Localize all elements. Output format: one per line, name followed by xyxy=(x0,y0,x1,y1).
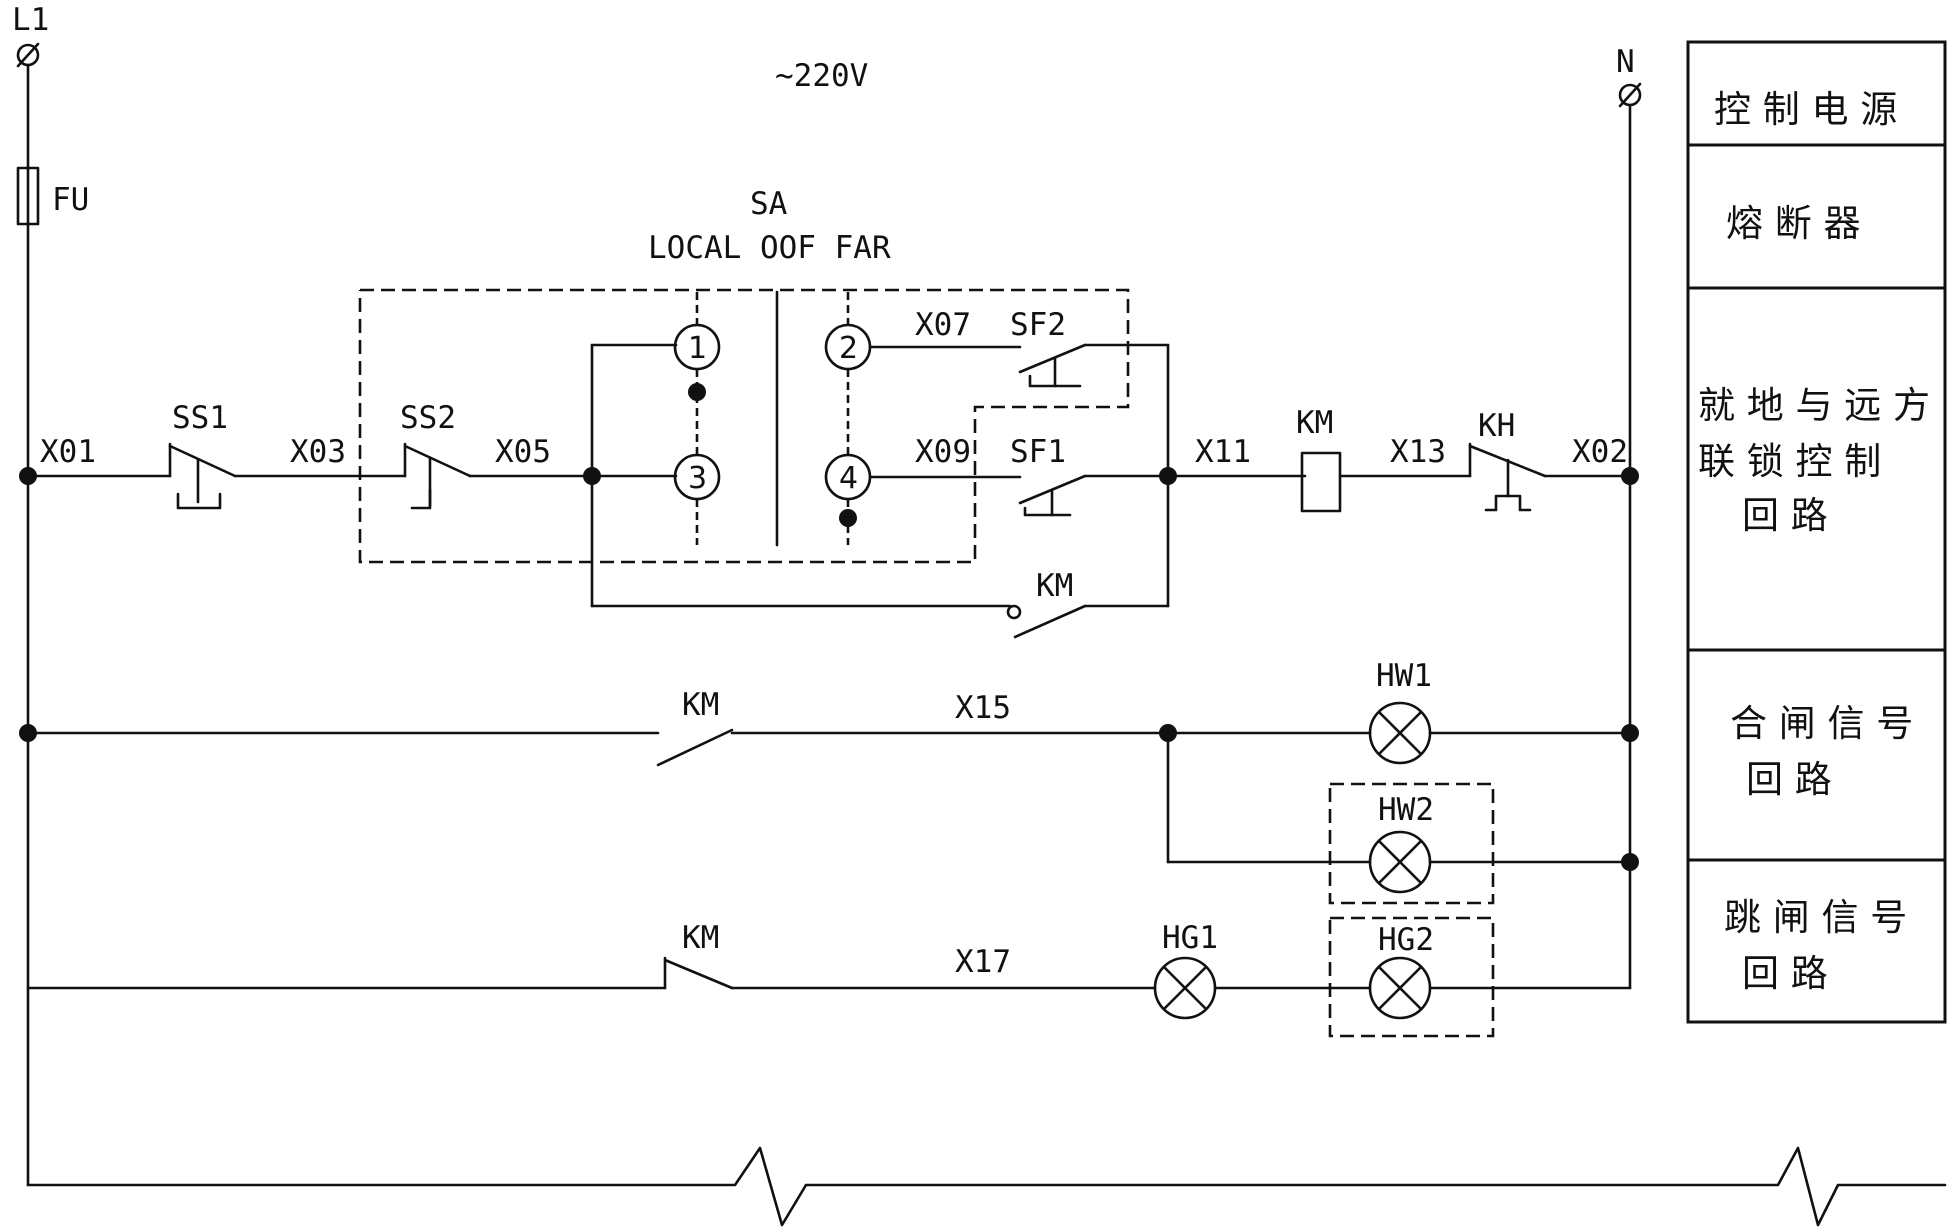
label-x15: X15 xyxy=(955,690,1011,726)
label-sa-positions: LOCAL OOF FAR xyxy=(648,230,891,266)
sa-contact-4: 4 xyxy=(839,461,858,496)
legend-trip-line2: 回 路 xyxy=(1742,952,1828,995)
label-sf2: SF2 xyxy=(1010,307,1066,343)
label-hw1: HW1 xyxy=(1376,658,1432,694)
label-x03: X03 xyxy=(290,434,346,470)
label-km-no: KM xyxy=(682,687,719,723)
legend-fuse: 熔 断 器 xyxy=(1726,202,1861,245)
label-sa: SA xyxy=(750,186,788,222)
sa-contact-3: 3 xyxy=(688,461,707,496)
label-ss2: SS2 xyxy=(400,400,456,436)
legend-closing-line2: 回 路 xyxy=(1746,758,1832,801)
label-hg1: HG1 xyxy=(1162,920,1218,956)
bottom-bus-with-breaks xyxy=(26,1146,1947,1227)
label-x17: X17 xyxy=(955,944,1011,980)
legend-table: 控 制 电 源 熔 断 器 就 地 与 远 方 联 锁 控 制 回 路 合 闸 … xyxy=(1686,40,1947,1024)
label-x11: X11 xyxy=(1195,434,1251,470)
closing-signal-row xyxy=(19,701,1639,905)
label-sf1: SF1 xyxy=(1010,434,1066,470)
legend-interlock-line2: 联 锁 控 制 xyxy=(1698,440,1881,483)
label-x09: X09 xyxy=(915,434,971,470)
circuit-labels: L1 N ~220V FU SA LOCAL OOF FAR 1 2 3 4 S… xyxy=(12,2,1635,980)
label-x05: X05 xyxy=(495,434,551,470)
sa-contact-1: 1 xyxy=(688,331,707,366)
label-hg2: HG2 xyxy=(1378,922,1434,958)
neutral-rail xyxy=(1618,82,1642,990)
legend-interlock-line1: 就 地 与 远 方 xyxy=(1698,384,1930,427)
legend-control-power: 控 制 电 源 xyxy=(1714,88,1897,131)
label-hw2: HW2 xyxy=(1378,792,1434,828)
label-x02: X02 xyxy=(1572,434,1628,470)
label-km-hold: KM xyxy=(1036,568,1073,604)
label-km-nc: KM xyxy=(682,920,719,956)
legend-interlock-line3: 回 路 xyxy=(1742,494,1828,537)
l1-rail xyxy=(16,42,40,1187)
label-l1: L1 xyxy=(12,2,49,38)
legend-trip-line1: 跳 闸 信 号 xyxy=(1724,896,1907,939)
label-x01: X01 xyxy=(40,434,96,470)
label-km-coil: KM xyxy=(1296,405,1333,441)
label-x13: X13 xyxy=(1390,434,1446,470)
sa-contact-2: 2 xyxy=(839,331,858,366)
trip-signal-row xyxy=(26,916,1632,1038)
label-ss1: SS1 xyxy=(172,400,228,436)
label-fu: FU xyxy=(52,182,89,218)
legend-closing-line1: 合 闸 信 号 xyxy=(1730,702,1913,745)
label-kh: KH xyxy=(1478,408,1515,444)
label-n: N xyxy=(1616,44,1635,80)
label-x07: X07 xyxy=(915,307,971,343)
control-row xyxy=(19,288,1639,639)
label-voltage: ~220V xyxy=(775,58,868,94)
